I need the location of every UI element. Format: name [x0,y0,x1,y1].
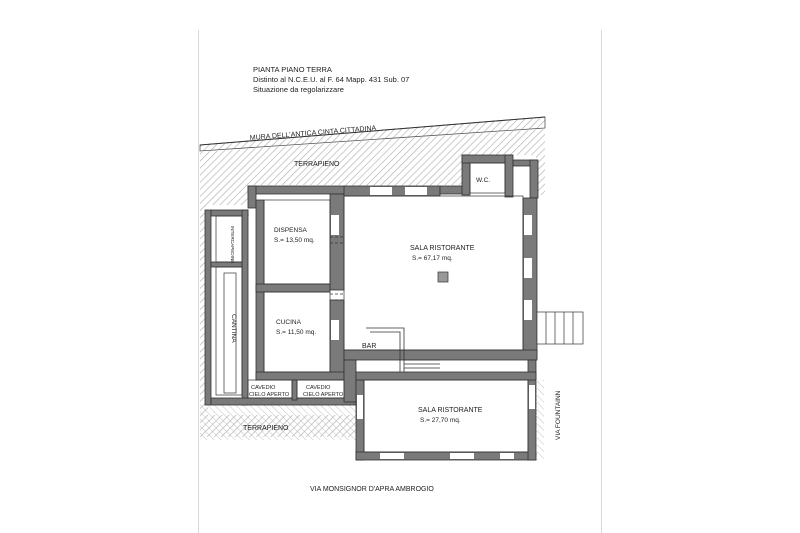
intercapedine-label: INTERCAPEDINE [230,226,235,263]
doorways [330,236,344,301]
sala-ristorante-1-area: S.= 67,17 mq. [412,255,453,262]
sheet-right-edge [601,30,602,533]
terrapieno-bottom-fill [200,415,356,437]
via-monsignor-label: VIA MONSIGNOR D'APRA AMBROGIO [310,486,434,493]
dispensa-label: DISPENSA [274,227,308,234]
ancient-wall [199,116,546,152]
bar-counter [366,327,440,372]
status-note: Situazione da regolarizzare [253,85,344,94]
left-hatch [200,205,208,415]
entrance-stairs[interactable] [536,311,584,345]
cavedio-2-label: CAVEDIO [306,385,331,391]
cucina-area: S.= 11,50 mq. [276,329,316,336]
sala-ristorante-2-area: S.= 27,70 mq. [420,417,461,424]
wc-label: W.C. [476,177,490,184]
wall-niches [331,187,535,459]
terrapieno-top-label: TERRAPIENO [294,161,340,168]
sheet-left-edge [198,30,199,533]
cantina-label: CANTINA [230,314,237,343]
cucina-label: CUCINA [276,319,302,326]
sala-ristorante-2-label: SALA RISTORANTE [418,407,483,414]
bar-label: BAR [362,343,376,350]
cadastral-reference: Distinto al N.C.E.U. al F. 64 Mapp. 431 … [253,75,410,84]
via-fountain-label: VIA FOUNTAINN [555,390,562,440]
cavedio-1-label: CAVEDIO [251,385,276,391]
room-outlines [215,162,529,453]
plan-title: PIANTA PIANO TERRA [253,65,332,74]
dispensa-area: S.= 13,50 mq. [274,237,315,244]
terrapieno-bottom-label: TERRAPIENO [243,425,289,432]
cavedio-2-sublabel: CIELO APERTO [303,392,344,398]
sala-ristorante-1-label: SALA RISTORANTE [410,245,475,252]
column [437,271,449,283]
building-walls [204,154,539,461]
terrapieno-top-area [200,129,545,205]
right-hatch [536,380,544,460]
cavedio-1-sublabel: CIELO APERTO [249,392,290,398]
